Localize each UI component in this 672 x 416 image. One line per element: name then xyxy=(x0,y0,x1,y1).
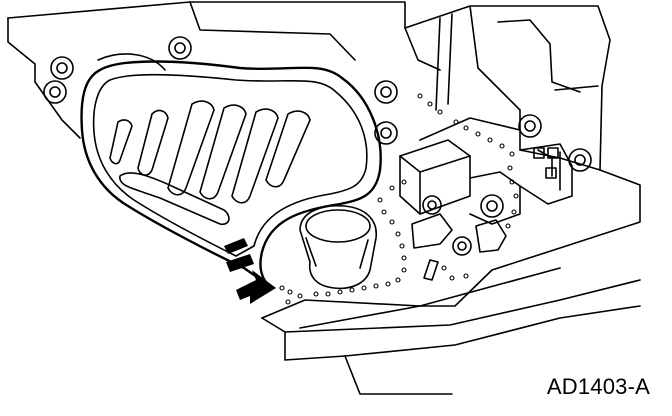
filter-body xyxy=(80,53,382,288)
bolt-top xyxy=(168,36,192,60)
figure-code-label: AD1403-A xyxy=(546,374,650,399)
bolt-lower xyxy=(452,236,472,256)
bolt-upper-center xyxy=(374,80,398,104)
filter-ribs xyxy=(109,100,311,226)
bolt-right-of-filter xyxy=(374,121,398,145)
bolt-bracket xyxy=(480,194,504,218)
removal-direction-arrow xyxy=(224,238,276,304)
oil-pan-rail xyxy=(261,267,641,395)
valve-body-block xyxy=(399,139,573,281)
bolt-left xyxy=(43,80,67,104)
bolt-far-right-top xyxy=(518,114,542,138)
filter-pickup-tube xyxy=(299,204,377,290)
bolt-top-left xyxy=(50,56,74,80)
gasket-dot-pattern xyxy=(279,93,519,305)
mounting-bolts xyxy=(43,36,592,256)
